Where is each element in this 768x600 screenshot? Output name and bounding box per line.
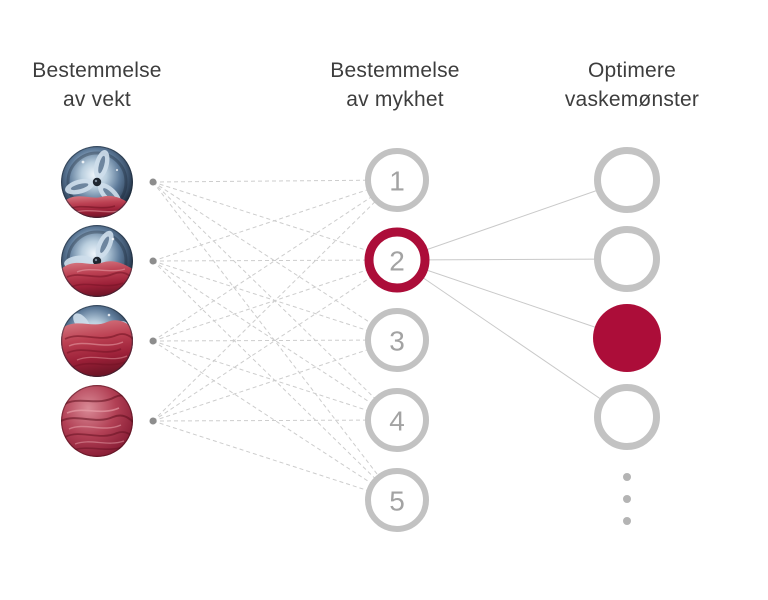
input-node-dot [149, 178, 157, 186]
column-title-line: vaskemønster [564, 88, 700, 111]
softness-node-label: 4 [389, 406, 405, 437]
link-line [152, 179, 398, 422]
laundry-cloth [61, 385, 133, 457]
column-title-line: av mykhet [346, 88, 444, 111]
link-line [152, 339, 398, 422]
ellipsis-dot [623, 495, 631, 503]
link-line [152, 179, 398, 183]
softness-node-label: 1 [389, 166, 405, 197]
output-node-4 [594, 384, 660, 450]
output-node-2 [594, 226, 660, 292]
link-line [152, 259, 398, 262]
softness-node-label: 5 [389, 486, 405, 517]
link-line [152, 179, 398, 262]
output-node-3-selected [593, 304, 661, 372]
link-line [396, 258, 628, 261]
column-title-pattern: Optimere vaskemønster [512, 56, 752, 114]
drum-center-cap [92, 177, 102, 187]
drum-load-photo-2 [61, 225, 133, 297]
softness-node-3 [365, 308, 429, 372]
softness-layer: 1 2 3 4 5 [364, 148, 430, 532]
link-line [396, 179, 628, 261]
softness-node-1 [365, 148, 429, 212]
column-title-line: Bestemmelse [330, 59, 460, 82]
softness-node-5 [365, 468, 429, 532]
input-layer-dots [149, 178, 157, 425]
input-node-dot [149, 257, 157, 265]
laundry-cloth [61, 261, 133, 297]
column-title-weight: Bestemmelse av vekt [0, 56, 217, 114]
softness-node-2-selected [364, 227, 430, 293]
drum-load-photo-1 [61, 146, 133, 218]
input-node-dot [149, 417, 157, 425]
link-line [152, 181, 398, 501]
link-line [152, 419, 398, 422]
softness-node-4 [365, 388, 429, 452]
input-to-softness-links [152, 179, 398, 501]
column-title-line: Optimere [588, 59, 676, 82]
input-node-dot [149, 337, 157, 345]
ellipsis-dot [623, 473, 631, 481]
drum-center-cap [92, 256, 102, 266]
output-node-1 [594, 147, 660, 213]
link-line [396, 259, 628, 339]
laundry-cloth [61, 320, 133, 377]
link-line [152, 339, 398, 342]
drum-load-photo-4 [61, 385, 133, 457]
column-title-line: av vekt [63, 88, 131, 111]
link-line [396, 259, 628, 418]
ellipsis-dot [623, 517, 631, 525]
output-layer [593, 147, 661, 525]
column-title-line: Bestemmelse [32, 59, 162, 82]
drum-load-photo-3 [61, 305, 133, 377]
softness-to-output-links [396, 179, 628, 418]
more-outputs-ellipsis [623, 473, 631, 525]
column-title-softness: Bestemmelse av mykhet [275, 56, 515, 114]
softness-node-label: 3 [389, 326, 405, 357]
softness-node-label: 2 [389, 246, 405, 277]
link-line [152, 420, 398, 501]
